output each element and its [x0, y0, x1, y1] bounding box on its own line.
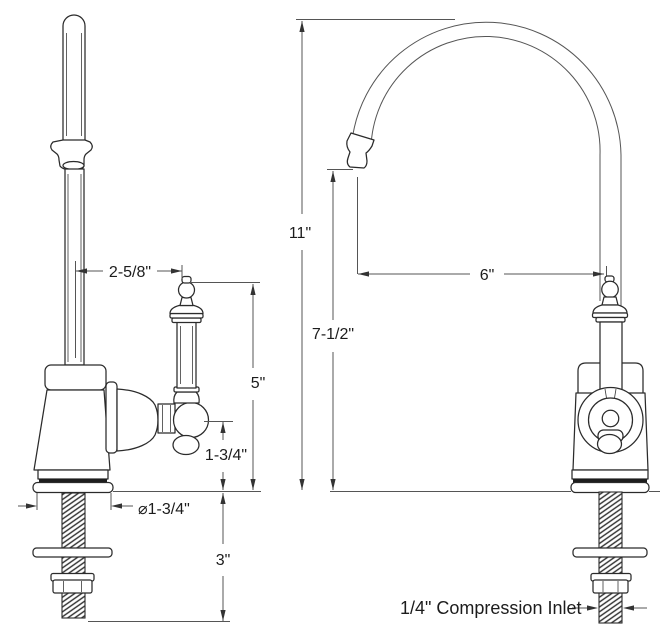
dim-spout-outlet-height: 7-1/2" — [312, 169, 354, 490]
dim-spout-offset: 2-5/8" — [75, 261, 183, 358]
arrowhead — [358, 271, 369, 277]
arrowhead — [593, 271, 604, 277]
handle-finial-neck-front — [601, 296, 619, 306]
handle-finial-ball-front — [601, 280, 619, 299]
arrowhead — [111, 503, 122, 509]
gooseneck-outer-arc — [351, 21, 622, 363]
spout-tube-upper — [62, 14, 86, 142]
body-cap — [44, 364, 107, 391]
arrowhead — [220, 610, 226, 621]
handle-ring-upper-front — [595, 316, 626, 323]
dim-label-spout-offset: 2-5/8" — [109, 264, 151, 281]
dim-handle-hub-height: 1-3/4" — [204, 421, 247, 490]
handle-ring-wide-front — [591, 312, 629, 319]
base-bead-front — [570, 481, 650, 494]
handle-lever-ball — [172, 434, 200, 456]
handle-column-front — [599, 321, 623, 396]
dim-label-spout-outlet-height: 7-1/2" — [312, 326, 354, 343]
arrowhead — [250, 284, 256, 295]
lever-ball-front — [596, 433, 623, 455]
body-cone — [33, 389, 111, 471]
column-neck-line — [604, 388, 607, 399]
dim-overall-height: 11" — [289, 19, 455, 490]
side-view — [32, 14, 210, 619]
handle-finial-neck — [179, 296, 194, 307]
arrowhead — [220, 422, 226, 433]
handle-column-flare — [173, 391, 200, 404]
arrowhead — [330, 171, 336, 182]
base-bead — [32, 481, 114, 494]
dim-label-shank-length: 3" — [216, 552, 231, 569]
handle-bell — [116, 388, 159, 452]
base-ring-front — [571, 469, 649, 480]
mounting-nut — [52, 579, 93, 594]
handle-hub — [172, 401, 210, 439]
dim-spout-reach: 6" — [357, 177, 604, 284]
arrowhead — [171, 268, 182, 274]
handle-collar-front — [592, 304, 628, 314]
compression-inlet-label: 1/4" Compression Inlet — [400, 598, 581, 618]
arrowhead — [330, 479, 336, 490]
arrowhead — [250, 479, 256, 490]
dim-label-base-diameter: ⌀1-3/4" — [138, 501, 190, 518]
arrowhead — [587, 605, 598, 611]
mounting-nut-front — [592, 579, 629, 594]
escutcheon-center-hole — [601, 409, 620, 428]
arrowhead — [26, 503, 37, 509]
dim-label-spout-reach: 6" — [480, 267, 495, 284]
arrowhead — [299, 479, 305, 490]
spout-outlet — [62, 160, 85, 171]
arrowhead — [220, 479, 226, 490]
handle-finial-ball — [177, 281, 196, 299]
label-compression-inlet: 1/4" Compression Inlet — [400, 598, 647, 618]
dim-label-handle-height: 5" — [251, 375, 266, 392]
base-dark-band-front — [573, 479, 647, 483]
dim-base-diameter: ⌀1-3/4" — [18, 493, 190, 518]
handle-collar — [169, 304, 204, 315]
dim-shank-length: 3" — [216, 493, 231, 621]
gooseneck-inner-arc — [370, 35, 601, 301]
dim-label-overall-height: 11" — [289, 225, 311, 242]
front-view — [346, 21, 650, 624]
handle-ring-upper — [171, 317, 202, 324]
valve-stem — [157, 403, 176, 434]
washer-plate — [32, 547, 113, 558]
arrowhead — [299, 21, 305, 32]
arrowhead — [220, 493, 226, 504]
handle-finial-tip — [181, 275, 192, 284]
arrowhead — [623, 605, 634, 611]
handle-ring-wide — [169, 312, 204, 319]
dim-handle-height: 5" — [190, 282, 266, 490]
washer-plate-front — [572, 547, 648, 558]
base-dark-band — [39, 479, 107, 483]
handle-column — [176, 321, 197, 389]
handle-mount-plate — [105, 381, 118, 454]
dim-label-handle-hub-height: 1-3/4" — [205, 447, 247, 464]
arrowhead — [76, 268, 87, 274]
spout-nozzle-front — [346, 132, 375, 169]
column-neck-line — [614, 388, 617, 399]
base-ring — [37, 469, 109, 480]
